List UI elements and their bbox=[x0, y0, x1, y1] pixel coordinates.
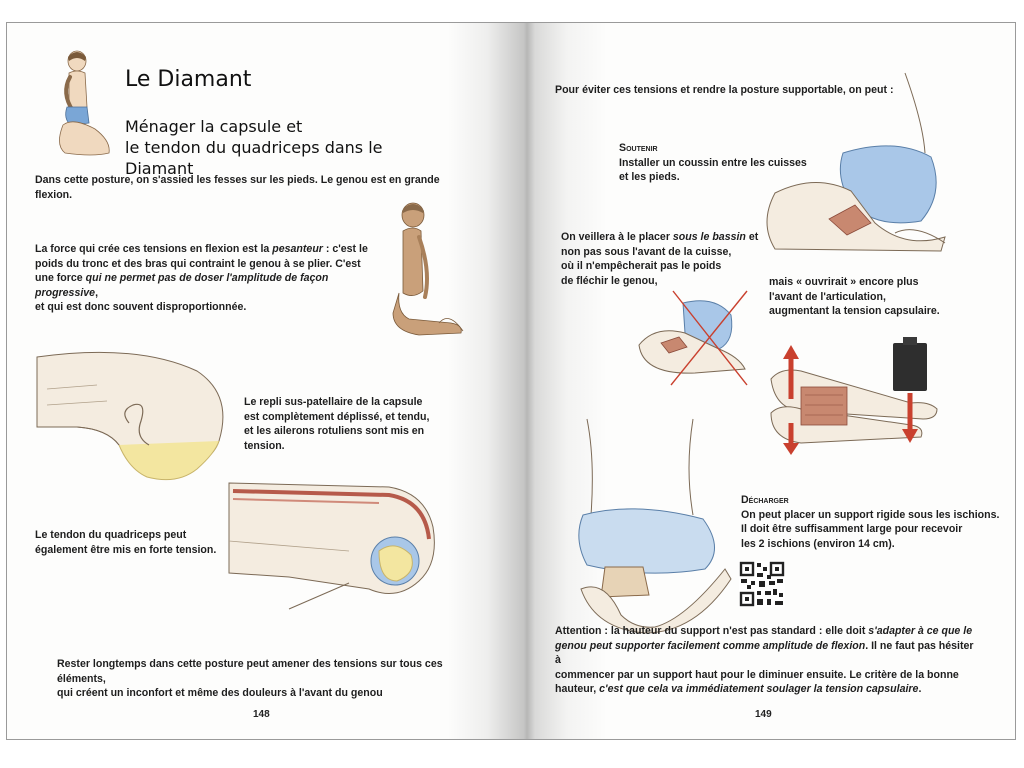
page-title: Le Diamant bbox=[125, 67, 252, 92]
force-line-4: et qui est donc souvent disproportionnée… bbox=[35, 301, 247, 314]
intro-paragraph: Dans cette posture, on s'assied les fess… bbox=[35, 174, 440, 201]
decharger-block: Décharger On peut placer un support rigi… bbox=[741, 493, 1011, 551]
attention-line-1: Attention : la hauteur du support n'est … bbox=[555, 625, 869, 637]
rester-line-2: qui créent un inconfort et même des doul… bbox=[57, 687, 383, 700]
attention-line-4: hauteur, bbox=[555, 683, 600, 696]
decharger-line-3: les 2 ischions (environ 14 cm). bbox=[741, 537, 895, 550]
repli-line-2: est complètement déplissé, et tendu, bbox=[244, 410, 430, 423]
page-number-left: 148 bbox=[253, 709, 270, 720]
tendon-line-1: Le tendon du quadriceps peut bbox=[35, 529, 187, 541]
mais-line-3: augmentant la tension capsulaire. bbox=[769, 305, 940, 318]
force-paragraph: La force qui crée ces tensions en flexio… bbox=[35, 242, 385, 315]
force-emphasis-pesanteur: pesanteur bbox=[272, 243, 323, 255]
force-emphasis-amplitude: qui ne permet pas de doser l'amplitude d… bbox=[35, 272, 329, 299]
knee-capsule-illustration bbox=[36, 351, 224, 481]
attention-line-4-end: . bbox=[918, 683, 922, 696]
mais-paragraph: mais « ouvrirait » encore plus l'avant d… bbox=[769, 275, 989, 319]
cross-mark-icon bbox=[670, 290, 748, 386]
page-number-right: 149 bbox=[755, 709, 772, 720]
cushion-under-pelvis-illustration bbox=[766, 72, 946, 252]
soutenir-line-1: Installer un coussin entre les cuisses bbox=[619, 156, 807, 169]
attention-line-3: commencer par un support haut pour le di… bbox=[555, 668, 959, 681]
attention-emphasis-4: cela va immédiatement soulager la tensio… bbox=[644, 683, 919, 696]
force-line-1: La force qui crée ces tensions en flexio… bbox=[35, 243, 273, 255]
decharger-line-1: On peut placer un support rigide sous le… bbox=[741, 508, 1000, 521]
subtitle-line-2: le tendon du quadriceps dans le Diamant bbox=[125, 138, 383, 178]
force-line-3: une force bbox=[35, 272, 86, 285]
decharger-heading: Décharger bbox=[741, 494, 789, 506]
capsule-tension-diagram bbox=[770, 337, 938, 455]
placer-line-4: de fléchir le genou, bbox=[561, 274, 658, 287]
repli-line-1: Le repli sus-patellaire de la capsule bbox=[244, 396, 423, 408]
cushion-wrong-illustration bbox=[638, 290, 748, 386]
mais-line-1: mais « ouvrirait » encore plus bbox=[769, 276, 919, 288]
attention-line-2-end: . Il ne faut pas hésiter à bbox=[555, 639, 974, 667]
arrow-weight-icon bbox=[902, 393, 918, 443]
soutenir-line-2: et les pieds. bbox=[619, 171, 680, 184]
placer-line-2: non pas sous l'avant de la cuisse, bbox=[561, 245, 732, 258]
arrow-down-icon bbox=[783, 423, 799, 455]
force-line-1-end: : c'est le bbox=[322, 243, 368, 255]
arrow-up-icon bbox=[783, 345, 799, 399]
figure-seated-icon bbox=[59, 50, 110, 156]
qr-code-icon[interactable] bbox=[739, 561, 785, 607]
block-support-illustration bbox=[578, 418, 732, 634]
open-book: Le Diamant Ménager la capsule et le tend… bbox=[6, 22, 1016, 740]
mais-line-2: l'avant de l'articulation, bbox=[769, 290, 886, 303]
repli-paragraph: Le repli sus-patellaire de la capsule es… bbox=[244, 395, 464, 453]
decharger-line-2: Il doit être suffisamment large pour rec… bbox=[741, 523, 963, 536]
placer-line-3: où il n'empêcherait pas le poids bbox=[561, 260, 722, 273]
force-line-3-end: , bbox=[95, 286, 99, 299]
force-line-2: poids du tronc et des bras qui contraint… bbox=[35, 257, 361, 270]
tendon-line-2: également être mis en forte tension. bbox=[35, 543, 217, 556]
right-intro: Pour éviter ces tensions et rendre la po… bbox=[555, 84, 894, 96]
tendon-paragraph: Le tendon du quadriceps peut également ê… bbox=[35, 528, 235, 557]
soutenir-block: Soutenir Installer un coussin entre les … bbox=[619, 141, 819, 185]
page-subtitle: Ménager la capsule et le tendon du quadr… bbox=[125, 116, 455, 179]
repli-line-3: et les ailerons rotuliens sont mis en te… bbox=[244, 425, 425, 452]
placer-line-1-end: et bbox=[745, 231, 759, 243]
attention-emphasis-3: c'est que bbox=[599, 683, 645, 696]
figure-side-icon bbox=[392, 202, 464, 336]
rester-line-1: Rester longtemps dans cette posture peut… bbox=[57, 658, 443, 685]
book-gutter-shadow bbox=[447, 23, 607, 739]
soutenir-heading: Soutenir bbox=[619, 142, 658, 154]
attention-paragraph: Attention : la hauteur du support n'est … bbox=[555, 624, 975, 697]
subtitle-line-1: Ménager la capsule et bbox=[125, 117, 303, 136]
knee-tendon-illustration bbox=[228, 482, 435, 610]
placer-emphasis: sous le bassin bbox=[672, 231, 746, 243]
rester-paragraph: Rester longtemps dans cette posture peut… bbox=[57, 657, 487, 701]
attention-emphasis-1: s'adapter à ce que le bbox=[868, 625, 973, 637]
placer-paragraph: On veillera à le placer sous le bassin e… bbox=[561, 230, 761, 288]
placer-line-1: On veillera à le placer bbox=[561, 231, 673, 243]
attention-emphasis-2: genou peut supporter facilement comme am… bbox=[555, 639, 866, 652]
